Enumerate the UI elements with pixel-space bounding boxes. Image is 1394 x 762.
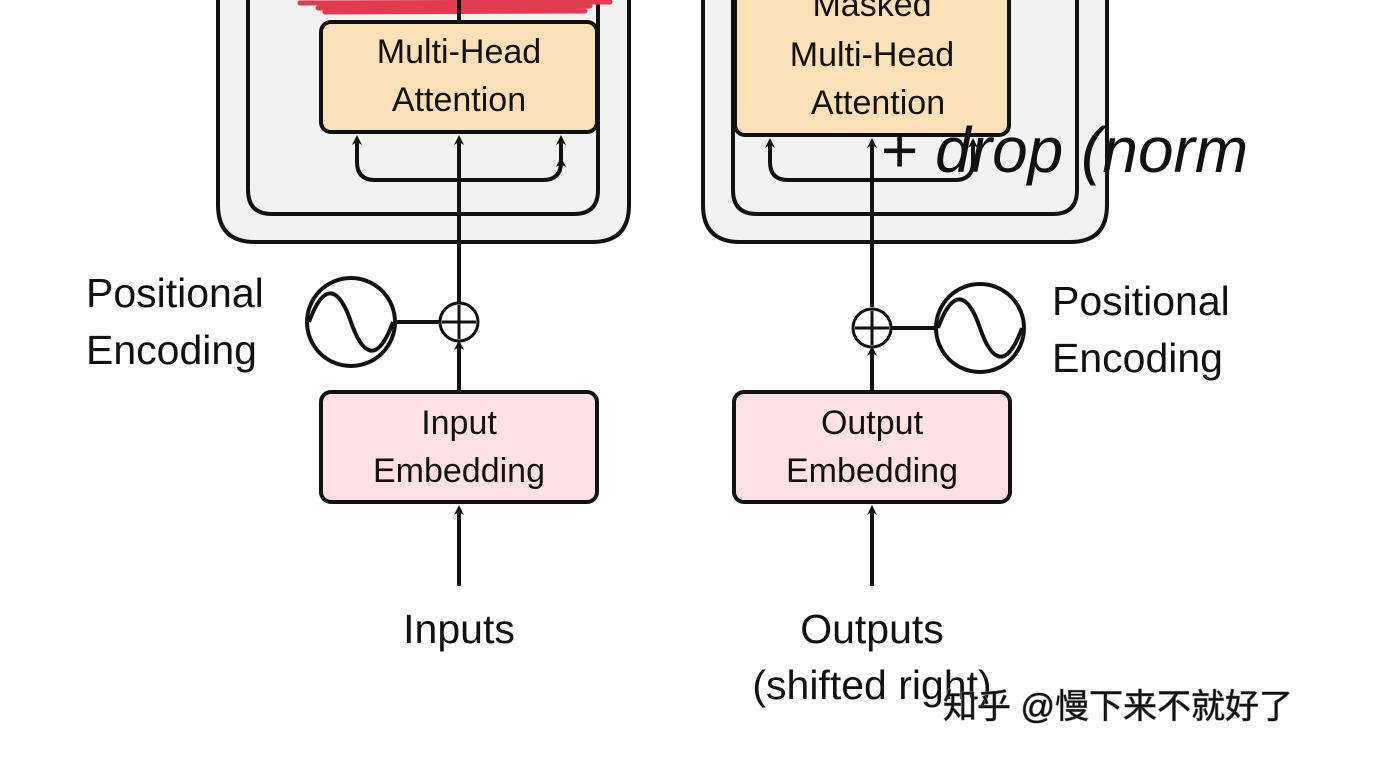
decoder-sine-wave-icon	[936, 297, 1024, 359]
watermark: 知乎 @慢下来不就好了	[943, 688, 1293, 726]
encoder-attention-label-2: Attention	[392, 81, 526, 119]
outputs-label-2: (shifted right)	[752, 662, 991, 708]
inputs-label: Inputs	[403, 606, 515, 652]
decoder-inner-block	[731, 0, 1079, 216]
decoder-attention-label-1: Masked	[812, 0, 931, 24]
decoder-attention-box	[733, 0, 1011, 137]
encoder-inner-block	[246, 0, 600, 216]
input-embedding-label-2: Embedding	[373, 452, 545, 490]
output-embedding-label-1: Output	[821, 404, 924, 442]
output-embedding-box	[732, 390, 1012, 504]
decoder-add-icon-cross	[855, 311, 889, 345]
handwritten-annotation: + drop (norm	[880, 114, 1248, 186]
output-embedding-label-2: Embedding	[786, 452, 958, 490]
decoder-attention-label-3: Attention	[811, 84, 945, 122]
encoder-add-icon-cross	[442, 305, 476, 339]
decoder-stack: Masked Multi-Head Attention Positional E…	[701, 0, 1230, 708]
encoder-attention-box	[319, 20, 599, 134]
encoder-stack: Multi-Head Attention Positional Encoding…	[86, 0, 631, 652]
decoder-attention-label-2: Multi-Head	[790, 36, 954, 74]
decoder-positional-label-2: Encoding	[1052, 335, 1223, 381]
encoder-attention-label-1: Multi-Head	[377, 33, 541, 71]
encoder-sine-wave-icon	[307, 291, 395, 353]
input-embedding-label-1: Input	[421, 404, 497, 442]
input-embedding-box	[319, 390, 599, 504]
decoder-positional-label-1: Positional	[1052, 278, 1230, 324]
encoder-positional-label-1: Positional	[86, 270, 264, 316]
red-scribble-annotation	[297, 0, 613, 15]
outputs-label-1: Outputs	[800, 606, 944, 652]
encoder-positional-label-2: Encoding	[86, 327, 257, 373]
